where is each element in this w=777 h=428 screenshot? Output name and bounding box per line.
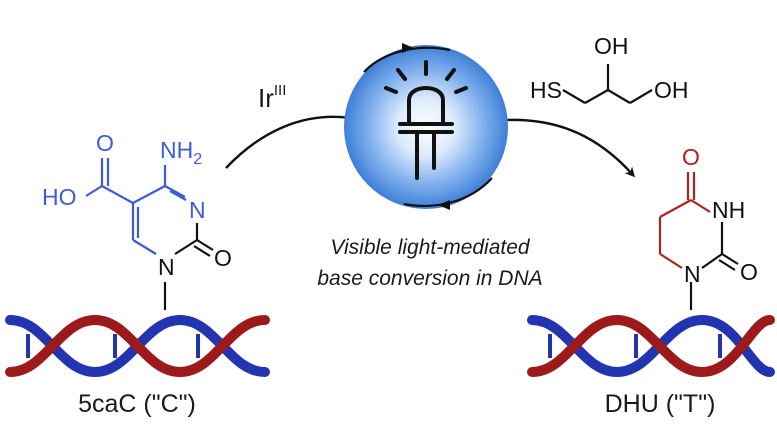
ring-nitrogen-1: N: [684, 261, 701, 287]
dna-helix-right: [527, 314, 775, 378]
caption-line-1: Visible light-mediated: [330, 236, 531, 259]
caption-line-2: base conversion in DNA: [317, 267, 542, 290]
product-dhu: O NH N O: [658, 144, 758, 310]
reaction-arrow: [225, 115, 633, 175]
c2-oxygen: O: [214, 245, 232, 271]
reagent-thioglycerol: HS OH OH: [530, 33, 689, 104]
reactant-name: 5caC ("C"): [78, 390, 196, 418]
reactant-5cac: O HO NH2 N N O: [42, 130, 232, 310]
led-bulb-icon: [384, 60, 468, 180]
catalyst-label: IrIII: [258, 82, 286, 113]
product-name: DHU ("T"): [605, 390, 716, 418]
blue-light-glow: [344, 45, 508, 209]
thiol-group: HS: [530, 77, 562, 103]
ring-nitrogen-3: N: [189, 197, 206, 223]
catalyst-oxidation-state: III: [274, 82, 287, 99]
photocatalysis-cycle: [344, 43, 508, 210]
dna-helix-left: [5, 314, 270, 378]
svg-text:IrIII: IrIII: [258, 82, 286, 113]
catalyst-symbol: Ir: [258, 83, 274, 113]
hydroxyl-group: HO: [42, 184, 77, 210]
c4-oxygen: O: [682, 144, 700, 170]
amine-group: NH2: [160, 137, 202, 168]
ring-nh: NH: [712, 197, 745, 223]
ring-nitrogen-1: N: [158, 254, 175, 280]
hydroxyl-top: OH: [594, 33, 629, 59]
carbonyl-oxygen: O: [96, 130, 114, 156]
hydroxyl-right: OH: [654, 77, 689, 103]
c2-oxygen: O: [740, 259, 758, 285]
reaction-caption: Visible light-mediated base conversion i…: [317, 236, 542, 290]
cycle-arrow-bottom: [403, 177, 493, 207]
